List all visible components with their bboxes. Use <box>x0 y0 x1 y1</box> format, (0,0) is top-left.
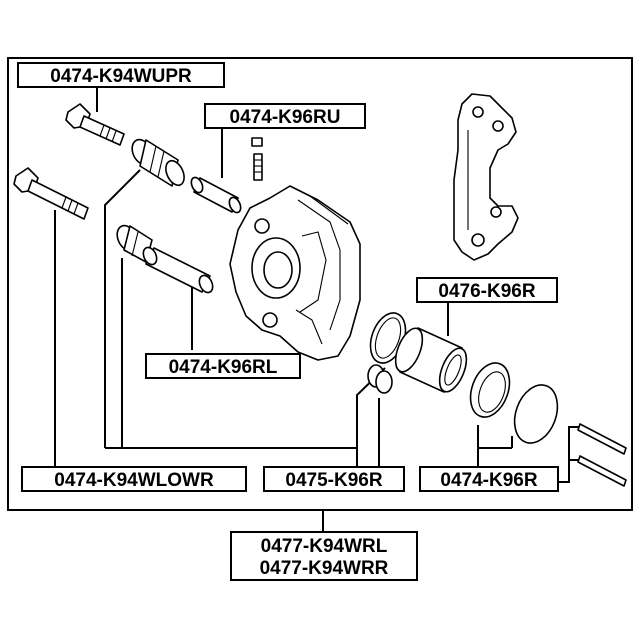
upper-boot-part <box>131 138 185 187</box>
label-upper-pin: 0474-K96RU <box>204 103 366 129</box>
label-assembly: 0477-K94WRL 0477-K94WRR <box>230 531 418 581</box>
dust-boot-part <box>469 362 511 418</box>
svg-text:0474-K96R: 0474-K96R <box>440 470 537 491</box>
bleeder-screw-part <box>251 137 263 181</box>
piston-part <box>394 327 468 393</box>
label-lower-bolt: 0474-K94WLOWR <box>21 466 247 492</box>
label-seal-kit: 0475-K96R <box>263 466 405 492</box>
retaining-ring-part <box>513 384 559 444</box>
svg-text:0474-K96RU: 0474-K96RU <box>230 107 341 128</box>
label-lower-pin: 0474-K96RL <box>145 353 301 379</box>
svg-text:0476-K96R: 0476-K96R <box>438 281 535 302</box>
label-bracket: 0476-K96R <box>416 277 558 303</box>
caliper-housing-part <box>229 185 361 361</box>
label-piston-kit: 0474-K96R <box>419 466 559 492</box>
leader-lines <box>54 86 580 532</box>
lower-pin-part <box>142 246 214 294</box>
label-assembly-left: 0477-K94WRL <box>261 536 388 557</box>
lower-bolt-part <box>13 167 89 220</box>
svg-text:0474-K94WLOWR: 0474-K94WLOWR <box>54 470 214 491</box>
caliper-bracket-part <box>453 93 519 261</box>
bleeder-cap-part <box>367 364 393 394</box>
svg-text:0475-K96R: 0475-K96R <box>285 470 382 491</box>
label-upper-bolt: 0474-K94WUPR <box>17 62 225 88</box>
upper-pin-part <box>190 176 242 214</box>
svg-text:0474-K96RL: 0474-K96RL <box>169 357 278 378</box>
diagram-frame <box>7 57 633 511</box>
label-assembly-right: 0477-K94WRR <box>260 558 389 579</box>
upper-bolt-part <box>65 103 125 146</box>
svg-text:0474-K94WUPR: 0474-K94WUPR <box>50 66 192 87</box>
guide-pins-part <box>577 423 627 487</box>
